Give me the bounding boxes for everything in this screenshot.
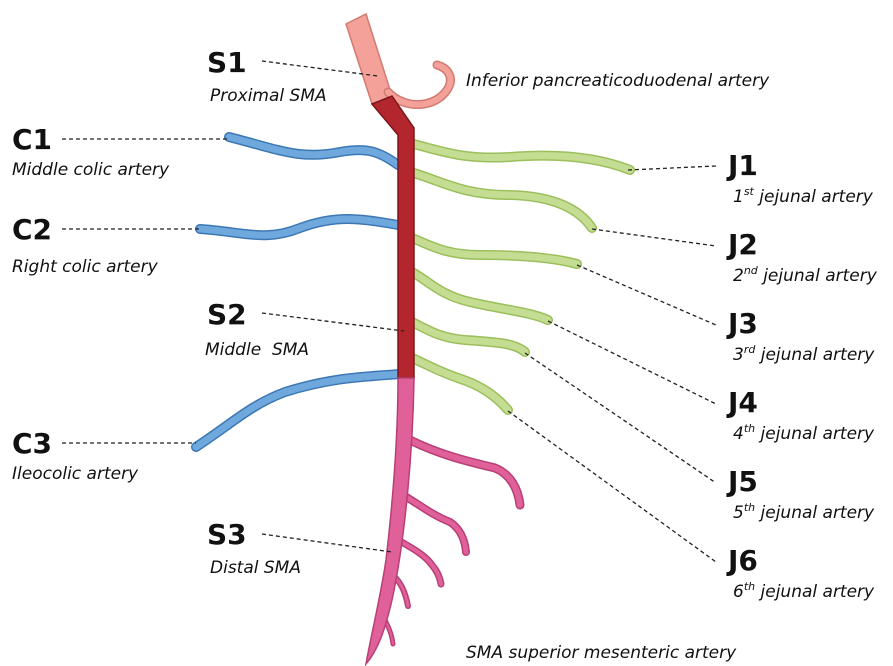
j1-code: J1 — [726, 149, 758, 182]
j5-vessel — [412, 322, 525, 352]
inferior-pancreaticoduodenal-label: Inferior pancreaticoduodenal artery — [466, 71, 770, 91]
j3-code: J3 — [726, 307, 758, 340]
s3-leader — [262, 534, 392, 552]
s3-desc: Distal SMA — [210, 558, 301, 578]
c1-desc: Middle colic artery — [12, 160, 170, 180]
c2-desc: Right colic artery — [12, 257, 159, 277]
j2-desc: 2nd jejunal artery — [733, 264, 878, 286]
j2-leader — [592, 229, 716, 246]
colic-branches — [196, 137, 400, 447]
c2-vessel — [200, 219, 398, 235]
j3-leader — [577, 265, 716, 325]
middle-sma-segment — [372, 96, 414, 378]
j3-desc: 3rd jejunal artery — [733, 343, 875, 365]
c1-code: C1 — [12, 123, 52, 156]
distal-sma-segment — [366, 378, 414, 664]
j6-leader — [508, 411, 716, 562]
j5-code: J5 — [726, 465, 758, 498]
c3-vessel — [196, 374, 400, 447]
c3-desc: Ileocolic artery — [12, 464, 139, 484]
j4-vessel — [412, 272, 548, 320]
j6-code: J6 — [726, 544, 758, 577]
j1-leader — [628, 166, 716, 170]
footer-caption: SMA superior mesenteric artery — [466, 643, 737, 663]
j1-vessel — [409, 143, 630, 170]
c2-code: C2 — [12, 213, 52, 246]
leader-lines — [62, 61, 716, 562]
c3-code: C3 — [12, 427, 52, 460]
j2-vessel — [410, 172, 592, 228]
j5-leader — [525, 353, 716, 483]
j3-vessel — [412, 238, 577, 264]
s2-desc: Middle SMA — [205, 340, 309, 360]
j4-leader — [548, 321, 716, 404]
s3-code: S3 — [207, 518, 247, 551]
j1-desc: 1st jejunal artery — [733, 185, 874, 207]
j5-desc: 5th jejunal artery — [733, 501, 875, 523]
s1-desc: Proximal SMA — [210, 86, 327, 106]
j6-vessel — [412, 358, 508, 410]
s1-code: S1 — [207, 46, 247, 79]
c1-vessel — [229, 137, 398, 165]
s2-code: S2 — [207, 298, 247, 331]
j2-code: J2 — [726, 228, 758, 261]
s2-leader — [262, 313, 404, 331]
j4-code: J4 — [726, 386, 758, 419]
jejunal-branches — [409, 143, 630, 410]
j6-desc: 6th jejunal artery — [733, 580, 875, 602]
j4-desc: 4th jejunal artery — [733, 422, 875, 444]
